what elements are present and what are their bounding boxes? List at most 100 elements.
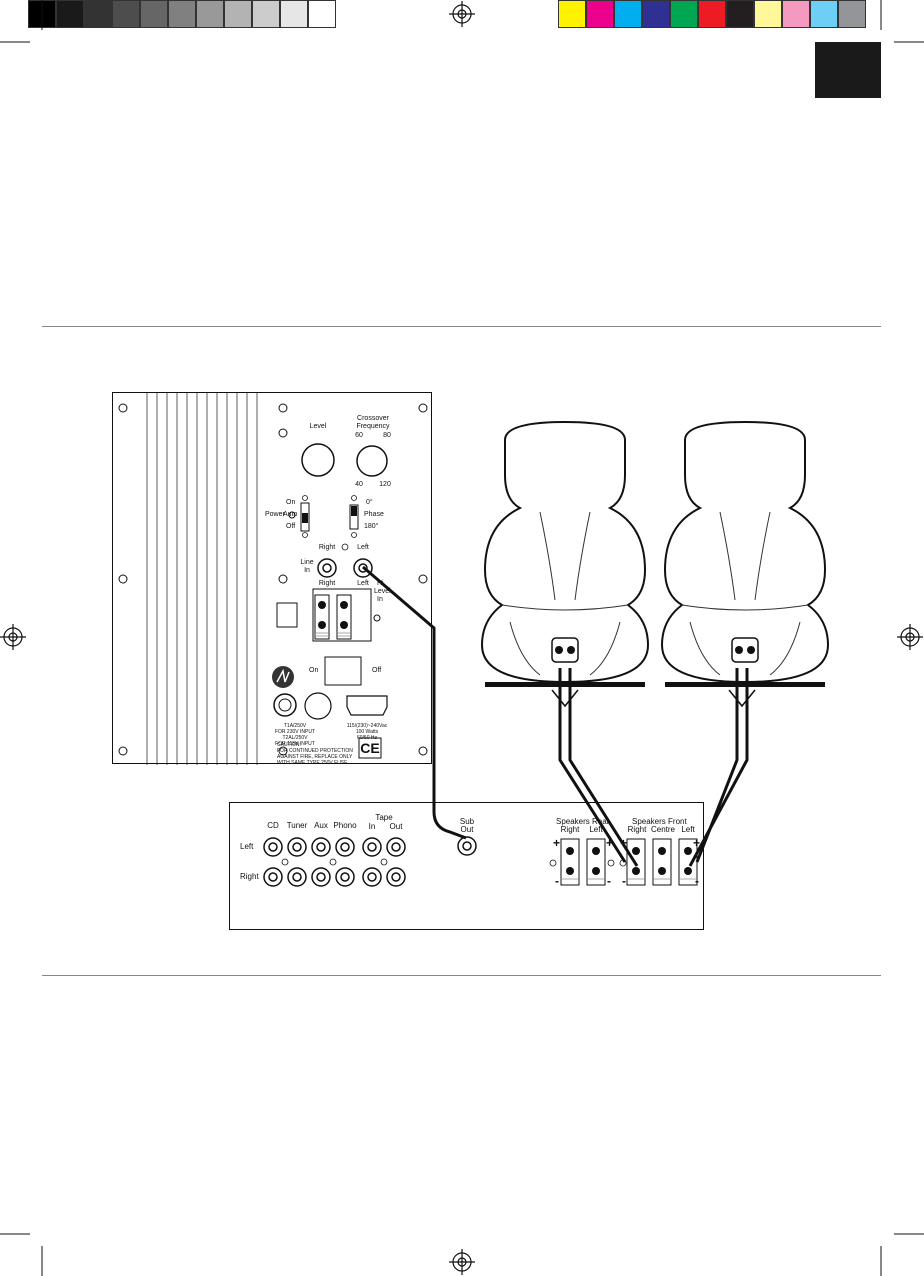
speakers-rear-label: Speakers Rear: [556, 817, 610, 826]
amplifier-panel-graphics: [263, 836, 698, 887]
color-swatch: [838, 0, 866, 28]
bottom-rule: [42, 975, 881, 976]
phase-0-label: 0°: [366, 499, 373, 506]
tuner-label: Tuner: [286, 821, 308, 830]
switch-off-label: Off: [372, 667, 382, 674]
row-left-label: Left: [240, 842, 254, 851]
top-rule: [42, 326, 881, 327]
front-left-label: Left: [681, 825, 695, 834]
top-registration-mark: [449, 1, 475, 27]
rear-right-label: Right: [560, 825, 580, 834]
color-swatch: [810, 0, 838, 28]
amplifier-panel: CD Tuner Aux Phono Tape In Out Left Righ…: [229, 802, 704, 930]
color-swatch: [56, 0, 84, 28]
color-swatch: [614, 0, 642, 28]
left-top-label: Left: [357, 544, 369, 551]
tick-80: 80: [383, 432, 391, 439]
level-in-label: Level: [374, 588, 391, 595]
row-right-label: Right: [240, 872, 259, 881]
aux-label: Aux: [314, 821, 328, 830]
fuse-rating-3: T2AL/250V: [282, 735, 308, 741]
caution-3: AGAINST FIRE, REPLACE ONLY: [277, 754, 353, 760]
rear-minus-sign: -: [555, 874, 559, 888]
fuse-rating-1: T1A/250V: [283, 723, 307, 729]
off-label: Off: [286, 523, 296, 530]
front-centre-label: Centre: [650, 825, 675, 834]
left-bottom-label: Left: [357, 580, 369, 587]
left-registration-mark: [0, 624, 26, 650]
color-swatch: [558, 0, 586, 28]
color-swatch: [586, 0, 614, 28]
line-in-label: Line: [300, 559, 314, 566]
power-label: Power: [265, 511, 285, 518]
phono-label: Phono: [333, 821, 357, 830]
caution-1: CAUTION:: [277, 742, 301, 748]
phase-180-label: 180°: [364, 523, 379, 530]
tick-40: 40: [355, 481, 363, 488]
color-swatch: [252, 0, 280, 28]
frequency-label: Frequency: [356, 423, 390, 430]
subwoofer-panel: Level Crossover Frequency 60 80 40 120 P…: [112, 392, 432, 766]
right-top-label: Right: [318, 544, 336, 551]
page-tab: [815, 42, 881, 98]
color-swatch: [280, 0, 308, 28]
color-swatch: [726, 0, 754, 28]
voltage-1: 115/(230)~240Vac: [346, 723, 388, 729]
level-in-label-2: In: [377, 596, 383, 603]
phase-label: Phase: [364, 511, 384, 518]
color-swatch: [670, 0, 698, 28]
color-swatch: [168, 0, 196, 28]
color-swatch: [84, 0, 112, 28]
color-swatch: [308, 0, 336, 28]
color-swatch: [642, 0, 670, 28]
fuse-rating-4: FOR 115V INPUT: [275, 741, 315, 747]
color-swatch: [196, 0, 224, 28]
bottom-registration-mark: [449, 1249, 475, 1275]
left-speaker-cable-b: [568, 668, 639, 867]
color-swatch: [754, 0, 782, 28]
tape-in-label: In: [368, 822, 376, 831]
cd-label: CD: [267, 821, 279, 830]
tick-60: 60: [355, 432, 363, 439]
switch-on-label: On: [309, 667, 319, 674]
front-minus-sign: -: [622, 874, 626, 888]
subwoofer-panel-graphics: [118, 393, 428, 765]
sub-out-cable: [362, 565, 467, 840]
right-bottom-label: Right: [318, 580, 336, 587]
color-swatch: [698, 0, 726, 28]
caution-2: FOR CONTINUED PROTECTION: [277, 748, 353, 754]
voltage-3: 60/50 Hz: [356, 735, 377, 741]
on-label: On: [286, 499, 296, 506]
tape-label: Tape: [375, 813, 393, 822]
color-swatch: [140, 0, 168, 28]
voltage-2: 100 Watts: [355, 729, 379, 735]
level-label: Level: [309, 423, 327, 430]
front-plus-sign-2: +: [693, 836, 701, 850]
rear-minus-sign-2: -: [607, 874, 611, 888]
ce-mark: CE: [360, 740, 380, 756]
color-swatch: [112, 0, 140, 28]
color-swatch: [782, 0, 810, 28]
line-in-label-2: In: [304, 567, 310, 574]
front-right-label: Right: [627, 825, 647, 834]
caution-4: WITH SAME TYPE 250V FUSE: [277, 760, 348, 766]
sub-out-label-2: Out: [460, 825, 474, 834]
rear-plus-sign-2: +: [606, 836, 614, 850]
sub-out-label: Sub: [459, 817, 475, 826]
front-minus-sign-2: -: [695, 874, 699, 888]
speakers-front-label: Speakers Front: [632, 817, 687, 826]
speaker-terminals: [560, 838, 698, 886]
right-speaker-cable-a: [695, 668, 739, 863]
tick-120: 120: [379, 481, 391, 488]
tape-out-label: Out: [389, 822, 403, 831]
rear-left-label: Left: [589, 825, 603, 834]
rca-jacks: [263, 836, 477, 887]
fuse-rating-2: FOR 230V INPUT: [274, 729, 315, 735]
color-swatch: [224, 0, 252, 28]
crossover-label: Crossover: [357, 415, 389, 422]
right-registration-mark: [897, 624, 923, 650]
rear-plus-sign: +: [553, 836, 561, 850]
